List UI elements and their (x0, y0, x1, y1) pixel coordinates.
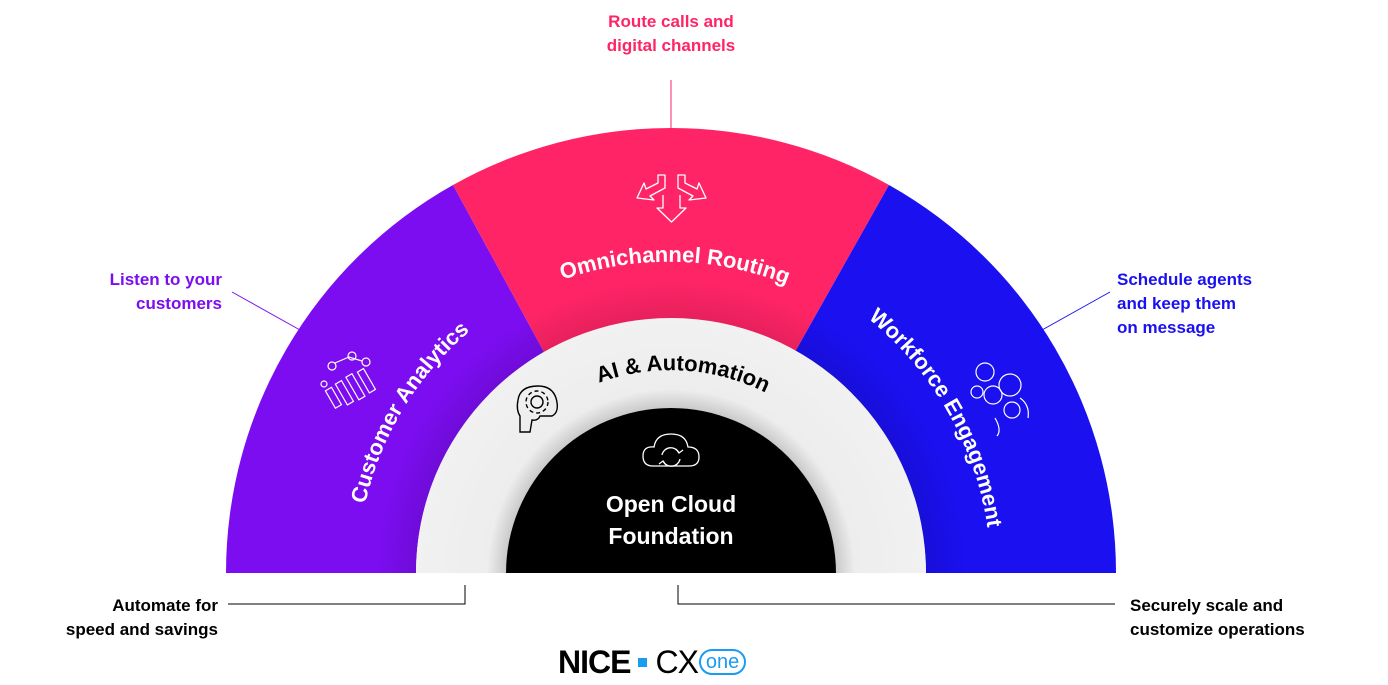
callout-left-line-2: customers (136, 294, 222, 313)
ring-ai-automation[interactable] (416, 318, 926, 573)
logo-brand: NICE (558, 643, 631, 680)
logo-product: CX (655, 643, 698, 680)
core-open-cloud-foundation[interactable] (506, 408, 836, 573)
callout-right-line-2: and keep them (1117, 294, 1237, 313)
connector-line-left (231, 291, 301, 331)
logo-suffix: one (698, 649, 747, 675)
head-gear-icon (516, 385, 559, 433)
callout-bottom-left-line-1: Automate for (112, 596, 218, 615)
callout-bottom-right-line-2: customize operations (1130, 620, 1305, 639)
callout-listen-to-customers: Listen to your customers (40, 268, 222, 316)
callout-right-line-3: on message (1117, 318, 1216, 337)
people-group-icon (970, 362, 1029, 437)
callout-top-line-1: Route calls and (608, 12, 734, 31)
callout-left-line-1: Listen to your (109, 270, 222, 289)
callout-bottom-left-line-2: speed and savings (65, 620, 218, 639)
callout-right-line-1: Schedule agents (1117, 270, 1253, 289)
callout-top-line-2: digital channels (606, 36, 736, 55)
core-label-line-2: Foundation (608, 523, 733, 549)
callout-securely-scale: Securely scale and customize operations (1130, 594, 1370, 642)
callout-bottom-right-line-1: Securely scale and (1130, 596, 1284, 615)
connector-line-bottom-right (677, 585, 1115, 605)
connector-line-bottom-left (228, 585, 466, 605)
core-label-line-1: Open Cloud (606, 491, 736, 517)
callout-automate: Automate for speed and savings (20, 594, 218, 642)
cloud-sync-icon (642, 433, 700, 467)
nice-cxone-logo: NICE CX one (558, 640, 747, 684)
routing-arrows-icon (636, 174, 707, 223)
logo-dot-separator (638, 657, 648, 667)
callout-schedule-agents: Schedule agents and keep them on message (1117, 268, 1317, 340)
callout-route-calls: Route calls and digital channels (571, 10, 771, 58)
analytics-icon (320, 351, 377, 409)
inner-edge-shadow (226, 128, 1116, 573)
connector-line-right (1041, 291, 1111, 331)
